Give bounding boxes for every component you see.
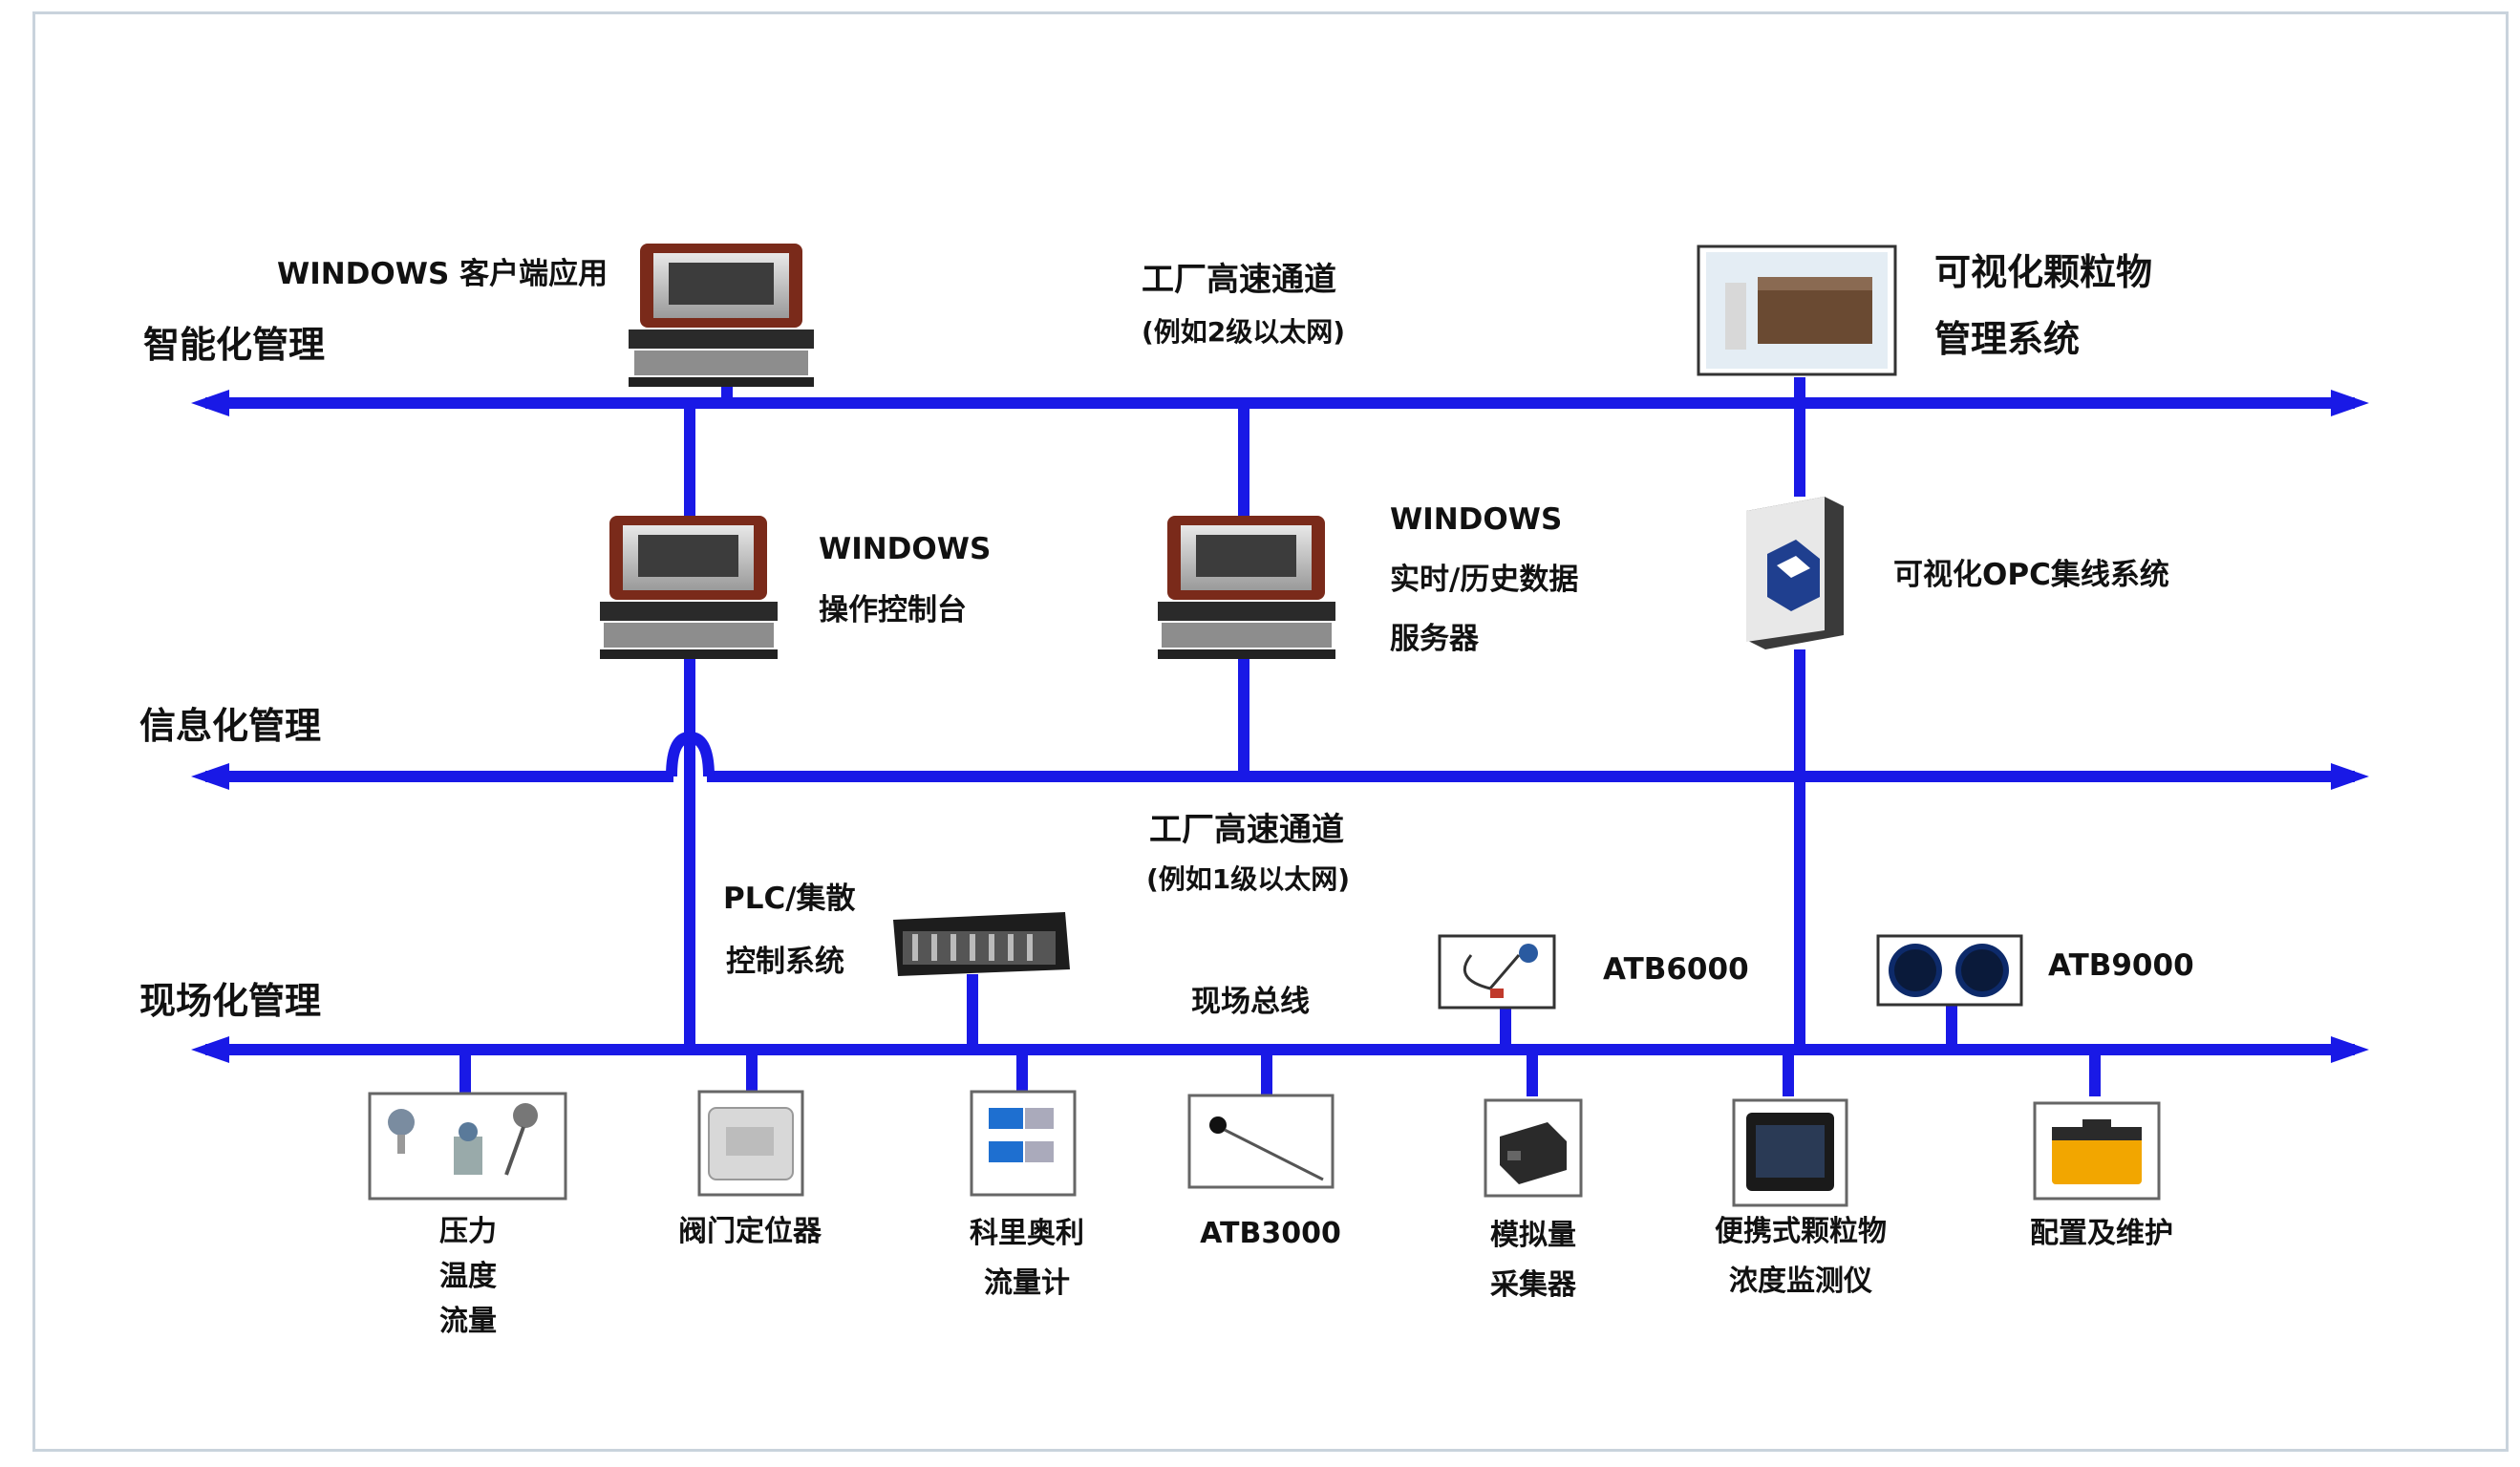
device-caption-1: 压力 温度 流量 (373, 1209, 564, 1344)
middle-bus-line-left (205, 771, 673, 782)
diagram-frame (32, 11, 2509, 1452)
drop-7 (2089, 1051, 2101, 1096)
link-console-field (684, 649, 695, 1051)
link-atb9000-field (1946, 1003, 1957, 1051)
device-caption-3-text: 科里奥利 流量计 (970, 1217, 1084, 1300)
drop-2 (746, 1051, 758, 1094)
device-caption-5-text: 模拟量 采集器 (1490, 1219, 1576, 1302)
atb6000-image (1438, 934, 1556, 1010)
level-label-information: 信息化管理 (139, 705, 322, 747)
server-line3: 服务器 (1390, 622, 1479, 656)
atb9000-image (1876, 934, 2023, 1007)
device-caption-2-text: 阀门定位器 (678, 1215, 822, 1248)
channel-top-line1: 工厂高速通道 (1142, 261, 1336, 299)
device-image-coriolis-flowmeter (970, 1090, 1077, 1197)
device-caption-4: ATB3000 (1175, 1209, 1366, 1259)
device-caption-2: 阀门定位器 (650, 1209, 850, 1254)
visual-management-screenshot-icon (1697, 244, 1897, 376)
vis-mgmt-line2: 管理系统 (1934, 318, 2081, 360)
field-bus-arrow-left (191, 1036, 229, 1063)
fieldbus-label: 现场总线 (1191, 985, 1310, 1019)
top-bus-arrow-right (2331, 390, 2369, 416)
device-image-portable-monitor (1732, 1098, 1848, 1207)
device-image-analog-collector (1484, 1098, 1583, 1198)
computer-icon-client (629, 244, 814, 387)
link-vis-opc (1794, 377, 1805, 497)
computer-icon-server (1158, 516, 1335, 659)
server-line1: WINDOWS (1390, 502, 1563, 537)
console-line2: 操作控制台 (819, 593, 967, 627)
atb9000-label: ATB9000 (2048, 948, 2194, 983)
drop-5 (1527, 1051, 1538, 1096)
link-plc-field (967, 974, 978, 1051)
opc-server-tower-icon (1746, 497, 1844, 649)
middle-bus-line-right (707, 771, 2355, 782)
atb6000-label: ATB6000 (1603, 952, 1749, 987)
drop-6 (1783, 1051, 1794, 1096)
top-bus-line (205, 397, 2355, 409)
link-server-middle (1238, 649, 1249, 778)
link-top-console (684, 401, 695, 521)
console-line1: WINDOWS (819, 532, 992, 566)
level-label-intelligent: 智能化管理 (143, 324, 326, 366)
top-bus-arrow-left (191, 390, 229, 416)
link-top-server (1238, 401, 1249, 521)
device-caption-7-text: 配置及维护 (2030, 1217, 2173, 1250)
client-app-label: WINDOWS 客户端应用 (277, 257, 609, 291)
device-caption-7: 配置及维护 (2001, 1209, 2202, 1259)
drop-4 (1261, 1051, 1272, 1096)
device-caption-1-text: 压力 温度 流量 (439, 1215, 497, 1338)
plc-rack-icon (893, 912, 1070, 976)
middle-bus-arrow-left (191, 763, 229, 790)
device-image-toolbox (2033, 1101, 2161, 1201)
channel-info-line1: 工厂高速通道 (1149, 811, 1344, 849)
server-line2: 实时/历史数据 (1390, 563, 1579, 597)
channel-top-line2: (例如2级以太网) (1142, 316, 1346, 348)
computer-icon-console (600, 516, 778, 659)
device-image-atb3000 (1187, 1094, 1335, 1189)
device-image-pressure-temp-flow (368, 1092, 567, 1201)
channel-info-line2: (例如1级以太网) (1146, 863, 1351, 895)
device-caption-4-text: ATB3000 (1200, 1217, 1341, 1250)
link-opc-field (1794, 649, 1805, 1051)
link-atb6000-field (1500, 1003, 1511, 1051)
drop-3 (1016, 1051, 1028, 1094)
vis-mgmt-line1: 可视化颗粒物 (1934, 251, 2153, 293)
device-caption-5: 模拟量 采集器 (1438, 1211, 1629, 1310)
opc-label: 可视化OPC集线系统 (1893, 558, 2169, 592)
field-bus-line (205, 1044, 2355, 1055)
level-label-field: 现场化管理 (139, 980, 322, 1022)
middle-bus-arrow-right (2331, 763, 2369, 790)
device-caption-6-text: 便携式颗粒物 浓度监测仪 (1715, 1215, 1887, 1298)
plc-line2: 控制系统 (726, 945, 844, 979)
device-caption-6: 便携式颗粒物 浓度监测仪 (1696, 1207, 1906, 1307)
field-bus-arrow-right (2331, 1036, 2369, 1063)
bus-hop-arc (666, 731, 715, 777)
device-caption-3: 科里奥利 流量计 (927, 1209, 1127, 1308)
device-image-valve-positioner (697, 1090, 804, 1197)
plc-line1: PLC/集散 (723, 882, 856, 916)
drop-1 (459, 1051, 471, 1094)
